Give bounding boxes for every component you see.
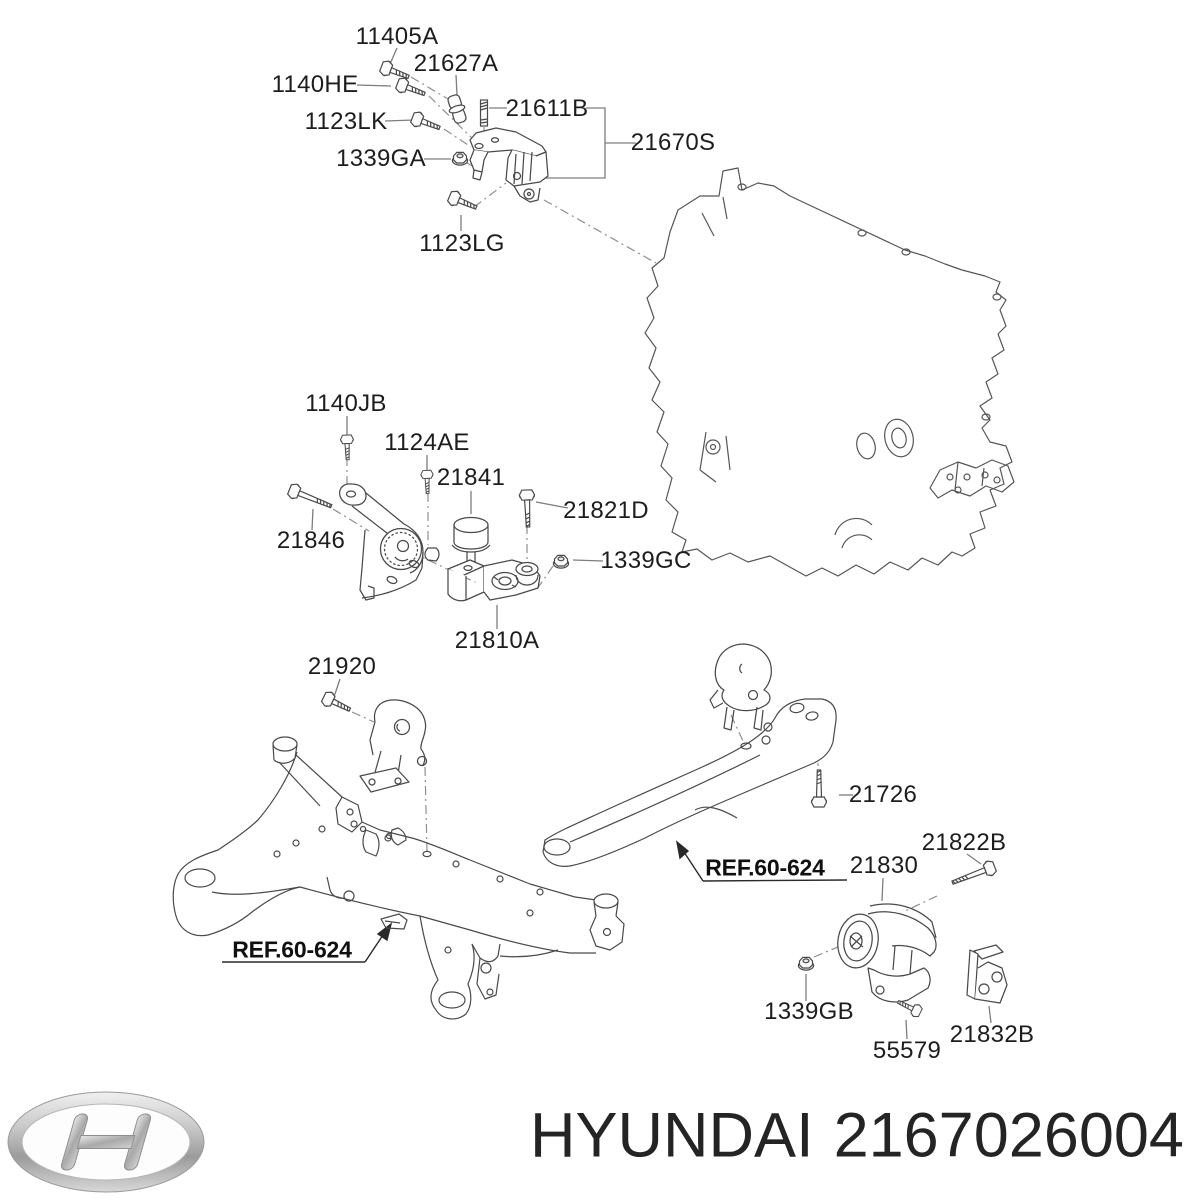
part-label-21821d[interactable]: 21821D xyxy=(563,497,649,524)
part-label-1339gb[interactable]: 1339GB xyxy=(764,998,854,1025)
part-label-21830[interactable]: 21830 xyxy=(849,852,919,879)
front-subframe-drawing xyxy=(172,736,625,1020)
ref-label-rear-crossmember[interactable]: REF.60-624 xyxy=(705,854,825,881)
part-label-21670s[interactable]: 21670S xyxy=(630,129,716,156)
part-label-1140he[interactable]: 1140HE xyxy=(271,71,359,98)
front-mount-21846-drawing xyxy=(338,483,440,601)
part-label-1140jb[interactable]: 1140JB xyxy=(305,390,387,417)
engine-block-drawing xyxy=(644,167,1015,577)
part-label-21841[interactable]: 21841 xyxy=(436,464,506,491)
rear-crossmember-drawing xyxy=(542,698,837,867)
damper-21841-drawing xyxy=(451,516,491,568)
mount-21920-drawing xyxy=(359,699,432,858)
part-label-21832b[interactable]: 21832B xyxy=(949,1021,1035,1048)
part-label-21920[interactable]: 21920 xyxy=(307,653,377,680)
part-label-1124ae[interactable]: 1124AE xyxy=(384,429,470,456)
part-label-11405a[interactable]: 11405A xyxy=(355,23,439,50)
brand-part-number: 2167026004 xyxy=(833,1100,1184,1171)
part-label-21627a[interactable]: 21627A xyxy=(413,50,499,77)
part-label-1123lk[interactable]: 1123LK xyxy=(304,108,388,135)
part-label-21846[interactable]: 21846 xyxy=(276,527,346,554)
clamp-21627a-drawing xyxy=(447,94,467,124)
part-label-1123lg[interactable]: 1123LG xyxy=(419,230,505,257)
part-label-21611b[interactable]: 21611B xyxy=(505,95,589,122)
part-label-21810a[interactable]: 21810A xyxy=(454,627,540,654)
hyundai-logo xyxy=(7,1091,205,1193)
bracket-21670s-drawing xyxy=(469,127,549,203)
stud-21611b-drawing xyxy=(479,99,489,127)
roll-rod-21810a-drawing xyxy=(447,559,541,602)
brand-name: HYUNDAI xyxy=(530,1100,814,1171)
rear-mount-21830-drawing xyxy=(837,903,937,1003)
part-label-1339ga[interactable]: 1339GA xyxy=(336,145,426,172)
label-leader-lines xyxy=(311,47,992,1040)
brand-caption: HYUNDAI 2167026004 xyxy=(530,1100,1184,1171)
assembly-axis-lines xyxy=(332,76,938,998)
ref-arrow-2 xyxy=(675,840,848,882)
bracket-21832b-drawing xyxy=(966,944,1008,1004)
ref-label-front-subframe[interactable]: REF.60-624 xyxy=(232,936,352,963)
trans-mount-drawing xyxy=(709,643,772,750)
part-label-55579[interactable]: 55579 xyxy=(872,1037,942,1064)
part-label-1339gc[interactable]: 1339GC xyxy=(600,547,692,574)
part-label-21822b[interactable]: 21822B xyxy=(921,829,1007,856)
part-label-21726[interactable]: 21726 xyxy=(848,781,918,808)
